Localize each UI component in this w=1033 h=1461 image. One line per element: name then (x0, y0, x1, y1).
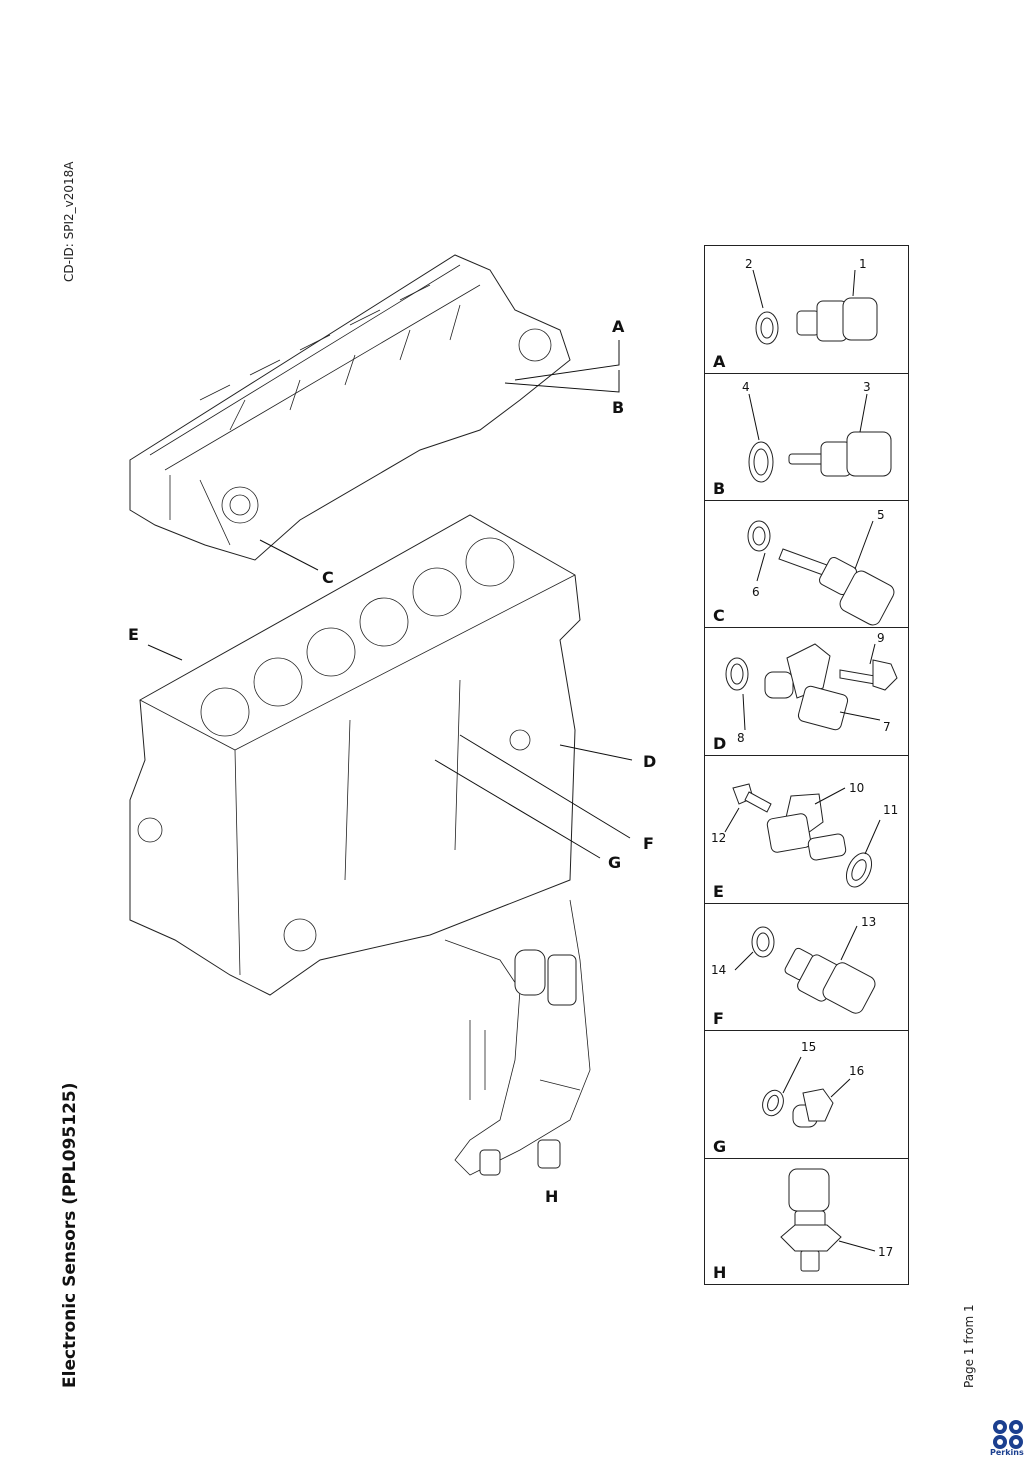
panel-letter-h: H (713, 1263, 727, 1282)
part-number-3: 3 (863, 380, 871, 394)
part-number-15: 15 (801, 1040, 816, 1054)
part-number-4: 4 (742, 380, 750, 394)
logo-wordmark: Perkins (990, 1448, 1024, 1457)
panel-letter-f: F (713, 1009, 724, 1028)
panel-letter-a: A (713, 352, 726, 371)
page-footer: Page 1 from 1 (962, 1304, 976, 1388)
part-number-11: 11 (883, 803, 898, 817)
panel-f: 13 14 F (705, 904, 908, 1031)
panel-e: 10 11 12 E (705, 756, 908, 904)
sensor-d-illustration: 9 8 7 (725, 631, 898, 745)
part-number-16: 16 (849, 1064, 864, 1078)
callout-e: E (128, 625, 139, 644)
part-number-14: 14 (711, 963, 726, 977)
panel-letter-c: C (713, 606, 725, 625)
callout-d: D (643, 752, 656, 771)
callout-h: H (545, 1187, 558, 1206)
panel-letter-b: B (713, 479, 726, 498)
parts-panel-table: 2 1 A 4 3 B 5 6 C (704, 245, 909, 1285)
sensor-b-illustration: 4 3 (742, 380, 892, 483)
part-number-7: 7 (883, 720, 891, 734)
wiring-harness (444, 899, 591, 1176)
engine-drawing: A B C D E F G H (128, 254, 656, 1206)
part-number-2: 2 (745, 257, 753, 271)
sensor-a-illustration: 2 1 (745, 257, 878, 345)
part-number-9: 9 (877, 631, 885, 645)
cylinder-block (129, 514, 581, 996)
panel-c: 5 6 C (705, 501, 908, 628)
part-number-17: 17 (878, 1245, 893, 1259)
leader-lines (147, 340, 633, 859)
part-number-13: 13 (861, 915, 876, 929)
callout-b: B (612, 398, 624, 417)
perkins-logo (993, 1420, 1023, 1449)
callout-g: G (608, 853, 621, 872)
part-number-8: 8 (737, 731, 745, 745)
part-number-6: 6 (752, 585, 760, 599)
part-number-12: 12 (711, 831, 726, 845)
callout-c: C (322, 568, 334, 587)
panel-b: 4 3 B (705, 374, 908, 501)
panel-d: 9 8 7 D (705, 628, 908, 756)
panel-g: 15 16 G (705, 1031, 908, 1159)
panel-h: 17 H (705, 1159, 908, 1284)
sensor-c-illustration: 5 6 (747, 508, 895, 626)
sensor-g-illustration: 15 16 (762, 1040, 864, 1128)
panel-letter-e: E (713, 882, 724, 901)
sensor-f-illustration: 13 14 (711, 915, 876, 1014)
callout-a: A (612, 317, 625, 336)
part-number-1: 1 (859, 257, 867, 271)
sensor-e-illustration: 10 11 12 (711, 781, 898, 888)
part-number-5: 5 (877, 508, 885, 522)
part-number-10: 10 (849, 781, 864, 795)
panel-letter-d: D (713, 734, 727, 753)
cylinder-head (129, 254, 571, 561)
sensor-h-illustration: 17 (780, 1168, 893, 1272)
panel-letter-g: G (713, 1137, 727, 1156)
callout-f: F (643, 834, 654, 853)
panel-a: 2 1 A (705, 246, 908, 374)
